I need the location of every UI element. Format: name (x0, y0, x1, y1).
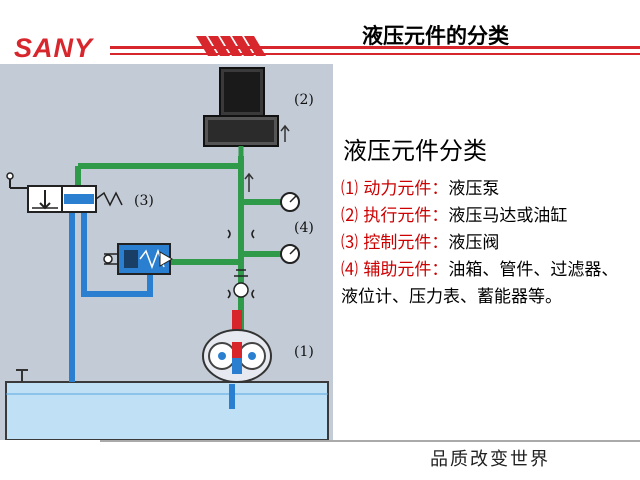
pressure-gauge-upper (280, 192, 300, 212)
list-item: ⑵ 执行元件：液压马达或油缸 (341, 203, 631, 230)
slide-title: 液压元件的分类 (362, 24, 509, 48)
item-example: 油箱、管件、过滤器、液位计、压力表、蓄能器等。 (341, 260, 619, 307)
list-item: ⑷ 辅助元件：油箱、管件、过滤器、液位计、压力表、蓄能器等。 (341, 257, 631, 311)
item-example: 液压马达或油缸 (448, 206, 568, 226)
section-heading: 液压元件分类 (343, 137, 487, 165)
directional-valve (6, 172, 123, 213)
gear-pump (202, 329, 272, 383)
item-number: ⑴ (341, 179, 358, 199)
header-red-stripes (110, 36, 640, 56)
list-item: ⑴ 动力元件：液压泵 (341, 176, 631, 203)
item-category: 辅助元件： (363, 260, 449, 280)
oil-tank (5, 381, 329, 440)
tank-vent (16, 369, 28, 382)
item-number: ⑵ (341, 206, 358, 226)
item-category: 动力元件： (363, 179, 449, 199)
label-pump: (1) (294, 344, 314, 360)
circuit-svg (5, 67, 329, 440)
item-category: 控制元件： (363, 233, 449, 253)
text-panel (333, 64, 640, 440)
footer-rule (100, 440, 640, 442)
hydraulic-circuit-diagram: (2) (3) (4) (1) (0, 64, 333, 440)
item-number: ⑶ (341, 233, 358, 253)
list-item: ⑶ 控制元件：液压阀 (341, 230, 631, 257)
label-valve: (3) (134, 193, 154, 209)
classification-list: ⑴ 动力元件：液压泵 ⑵ 执行元件：液压马达或油缸 ⑶ 控制元件：液压阀 ⑷ 辅… (341, 176, 631, 311)
footer-band (0, 440, 640, 480)
header-band: SANY 液压元件的分类 (0, 0, 640, 64)
item-category: 执行元件： (363, 206, 449, 226)
relief-valve (103, 243, 173, 275)
item-number: ⑷ (341, 260, 358, 280)
item-example: 液压泵 (448, 179, 500, 199)
pressure-gauge-lower (280, 244, 300, 264)
footer-motto: 品质改变世界 (430, 449, 550, 470)
hydraulic-cylinder (203, 67, 279, 156)
supply-line (69, 212, 235, 409)
label-gauges: (4) (294, 220, 314, 236)
label-cylinder: (2) (294, 92, 314, 108)
item-example: 液压阀 (448, 233, 500, 253)
check-valve (233, 269, 249, 298)
pump-outlet-line (232, 310, 242, 346)
sany-logo: SANY (14, 33, 94, 63)
